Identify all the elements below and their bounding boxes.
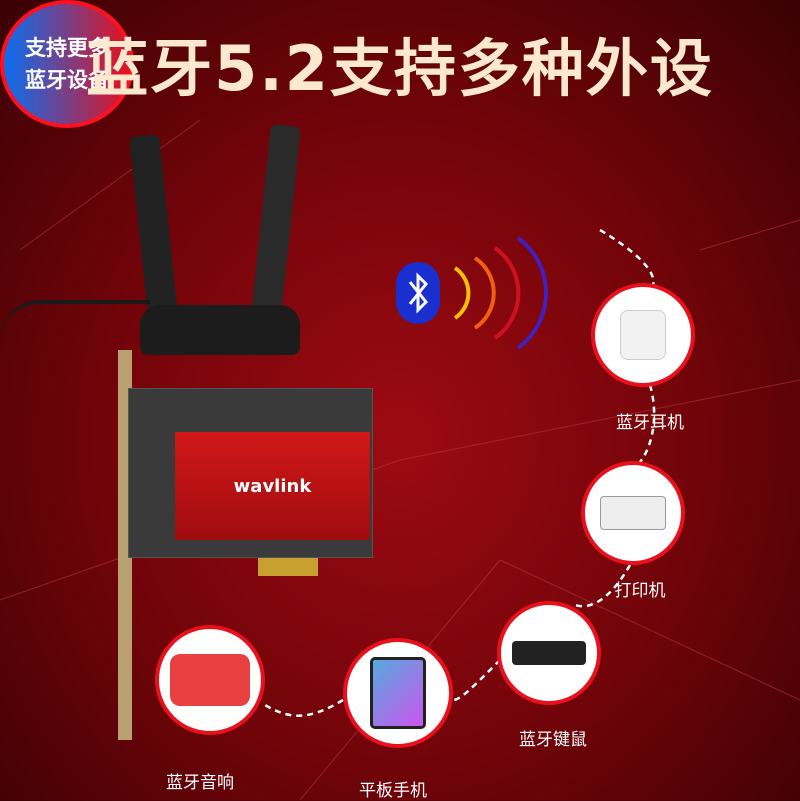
printer-icon — [600, 496, 666, 530]
heatsink: wavlink — [175, 432, 370, 540]
brand-logo: wavlink — [233, 475, 312, 497]
device-earbuds — [591, 283, 695, 387]
page-title: 蓝牙5.2支持多种外设 — [86, 32, 714, 105]
device-tablet-phone — [343, 638, 453, 748]
more-devices-badge: 支持更多 蓝牙设备 — [0, 0, 134, 128]
earbuds-icon — [620, 310, 666, 360]
speaker-icon — [170, 654, 250, 706]
device-label-tablet-phone: 平板手机 — [359, 781, 427, 801]
tablet-phone-icon — [370, 657, 426, 729]
device-speaker — [155, 625, 265, 735]
antenna-base — [140, 305, 300, 355]
device-label-keyboard-mouse: 蓝牙键鼠 — [519, 730, 587, 750]
product-image: wavlink — [0, 120, 380, 740]
device-label-printer: 打印机 — [614, 581, 666, 601]
device-label-earbuds: 蓝牙耳机 — [616, 413, 684, 433]
pcie-connector — [258, 558, 318, 576]
cable — [0, 300, 150, 340]
badge-line-2: 蓝牙设备 — [25, 68, 109, 92]
bluetooth-icon — [396, 262, 440, 324]
device-keyboard-mouse — [497, 601, 601, 705]
device-printer — [581, 461, 685, 565]
keyboard-mouse-icon — [512, 641, 586, 665]
badge-line-1: 支持更多 — [25, 36, 109, 60]
device-label-speaker: 蓝牙音响 — [166, 773, 234, 793]
